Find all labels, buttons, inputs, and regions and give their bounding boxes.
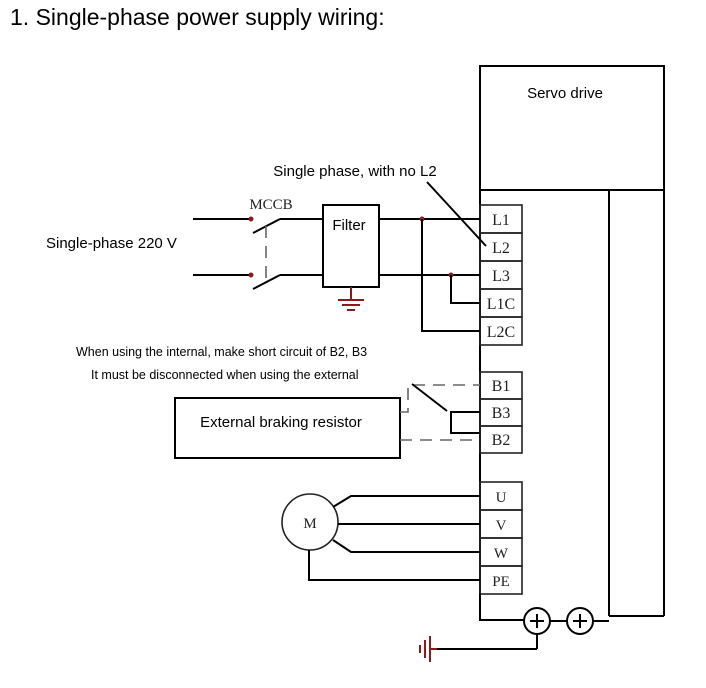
motor-terminal-block: U V W PE <box>479 481 523 595</box>
servo-drive-header-box <box>479 65 665 191</box>
filter-label: Filter <box>332 217 365 234</box>
section-heading: 1. Single-phase power supply wiring: <box>10 4 385 30</box>
terminal-l1-label: L1 <box>492 212 510 229</box>
dashed-wire-to-b1 <box>400 384 480 413</box>
pe-to-ground-screw <box>479 594 524 621</box>
brake-terminal-block: B1 B3 B2 <box>479 371 523 454</box>
external-braking-resistor: External braking resistor <box>174 383 480 459</box>
motor-label: M <box>303 516 316 532</box>
braking-resistor-label: External braking resistor <box>200 414 362 431</box>
terminal-w-label: W <box>494 546 509 562</box>
terminal-l2c-label: L2C <box>487 324 515 341</box>
terminal-b3-label: B3 <box>492 405 511 422</box>
servo-drive-label: Servo drive <box>527 85 603 102</box>
terminal-b2-label: B2 <box>492 432 511 449</box>
terminal-u-label: U <box>496 490 507 506</box>
terminal-b2 <box>479 425 523 454</box>
terminal-l1c-label: L1C <box>487 296 515 313</box>
terminal-v-label: V <box>496 518 507 534</box>
junction-dot <box>248 272 254 278</box>
ground-bus <box>419 594 609 662</box>
wire-to-pe <box>308 550 480 581</box>
wire-to-l1c <box>450 275 480 304</box>
motor: M <box>281 493 480 581</box>
filter: Filter <box>322 204 380 311</box>
breaker-contact-2 <box>252 274 281 290</box>
no-l2-note: Single phase, with no L2 <box>273 163 436 180</box>
b2-b3-short <box>450 411 480 434</box>
wire-to-l2c <box>421 219 480 332</box>
mccb-label: MCCB <box>249 197 292 213</box>
short-link-switch <box>411 383 448 412</box>
servo-drive: Servo drive <box>479 65 665 617</box>
external-resistor-note: It must be disconnected when using the e… <box>91 368 359 382</box>
wire-to-u <box>332 495 480 508</box>
wire-to-w <box>332 539 480 553</box>
supply-label: Single-phase 220 V <box>46 235 177 252</box>
power-wiring <box>379 216 480 332</box>
terminal-b1-label: B1 <box>492 378 511 395</box>
braking-resistor-box <box>174 397 401 459</box>
power-terminal-block: L1 L2 L3 L1C L2C <box>479 204 523 346</box>
terminal-pe-label: PE <box>492 574 510 590</box>
junction-dot <box>248 216 254 222</box>
mccb-breaker: MCCB <box>193 197 323 290</box>
no-l2-pointer <box>426 181 487 247</box>
terminal-l2-label: L2 <box>492 240 510 257</box>
terminal-l3-label: L3 <box>492 268 510 285</box>
internal-resistor-note: When using the internal, make short circ… <box>76 345 367 359</box>
